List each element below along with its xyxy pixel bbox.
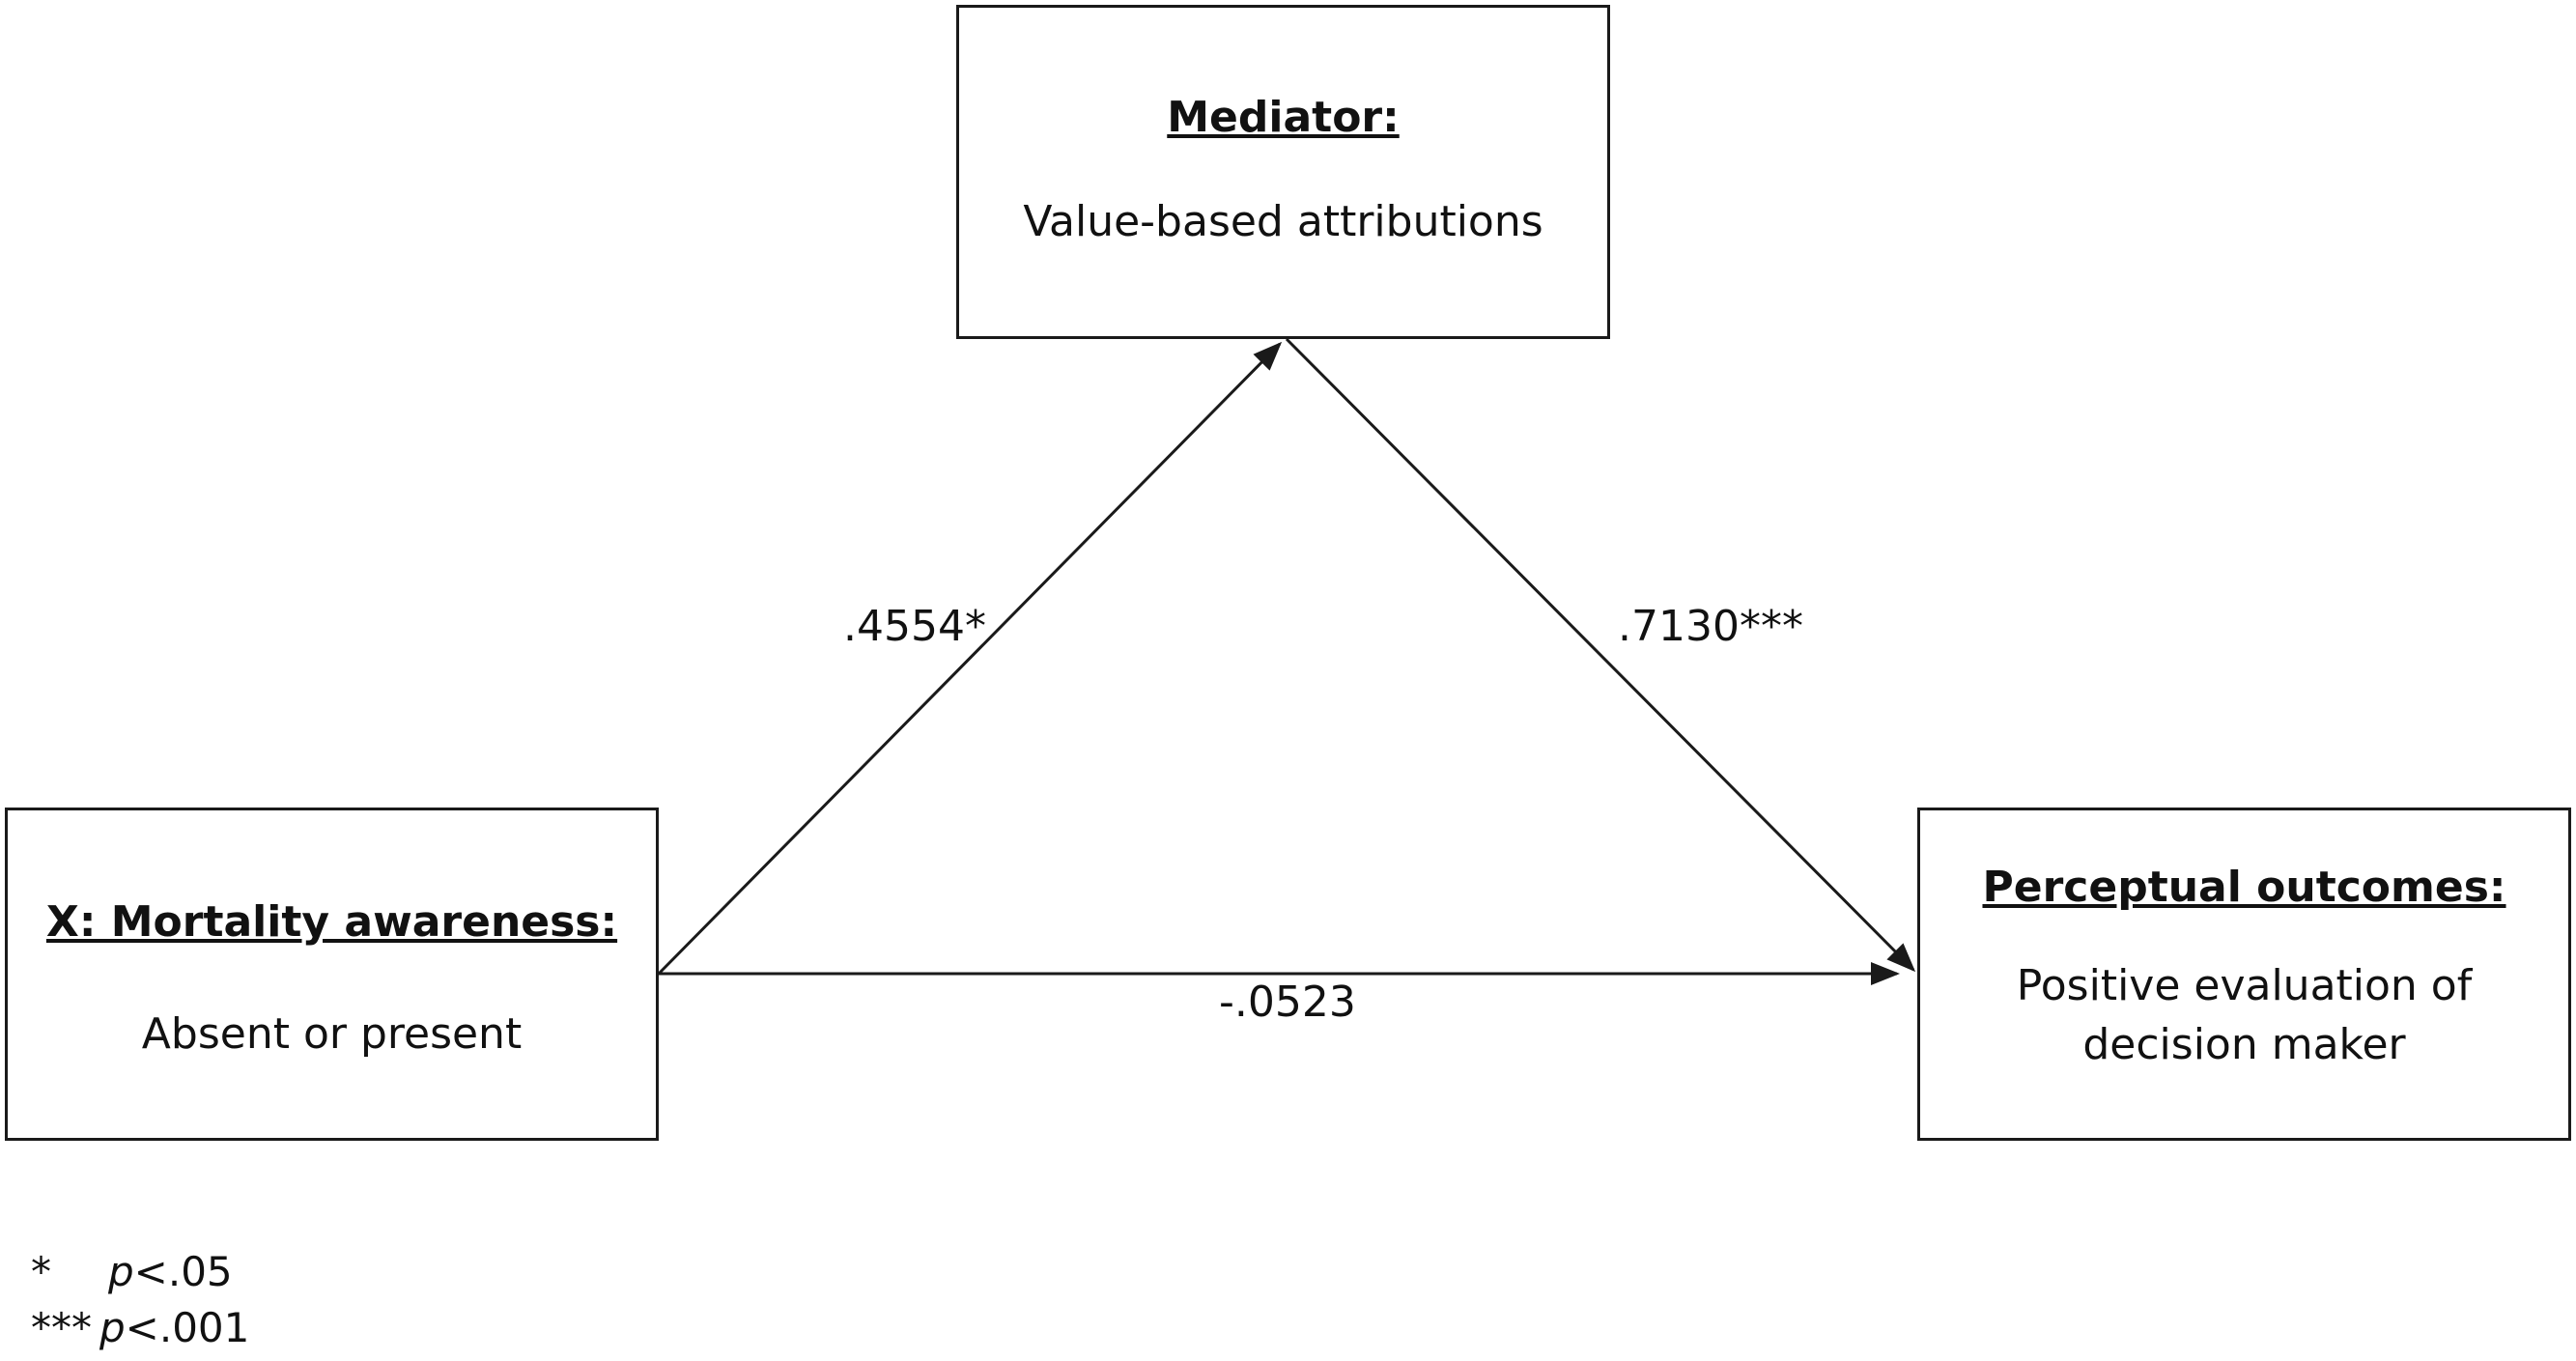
outcome-body: Positive evaluation of decision maker [2016, 960, 2473, 1070]
path-c-coefficient: -.0523 [1219, 978, 1356, 1027]
mediator-body: Value-based attributions [1023, 196, 1543, 246]
legend-threshold: <.001 [125, 1304, 250, 1351]
arrow-mediator-to-outcome [1285, 337, 1916, 973]
legend-p: p [108, 1248, 134, 1295]
path-a-coefficient: .4554* [843, 602, 986, 651]
outcome-title: Perceptual outcomes: [1982, 863, 2506, 912]
predictor-box: X: Mortality awareness: Absent or presen… [5, 808, 659, 1141]
predictor-title: X: Mortality awareness: [45, 897, 618, 947]
mediator-box: Mediator: Value-based attributions [956, 5, 1610, 339]
outcome-box: Perceptual outcomes: Positive evaluation… [1917, 808, 2571, 1141]
predictor-body: Absent or present [141, 1008, 523, 1059]
arrow-x-to-mediator [657, 341, 1283, 976]
mediator-title: Mediator: [1167, 93, 1400, 142]
legend-symbol: *** [31, 1304, 92, 1351]
legend-p: p [99, 1304, 126, 1351]
path-b-coefficient: .7130*** [1618, 602, 1803, 651]
legend-threshold: <.05 [133, 1248, 233, 1295]
legend-symbol: * [31, 1248, 51, 1295]
legend-row: * p<.05 [31, 1248, 233, 1295]
legend-row: ***p<.001 [31, 1304, 249, 1351]
